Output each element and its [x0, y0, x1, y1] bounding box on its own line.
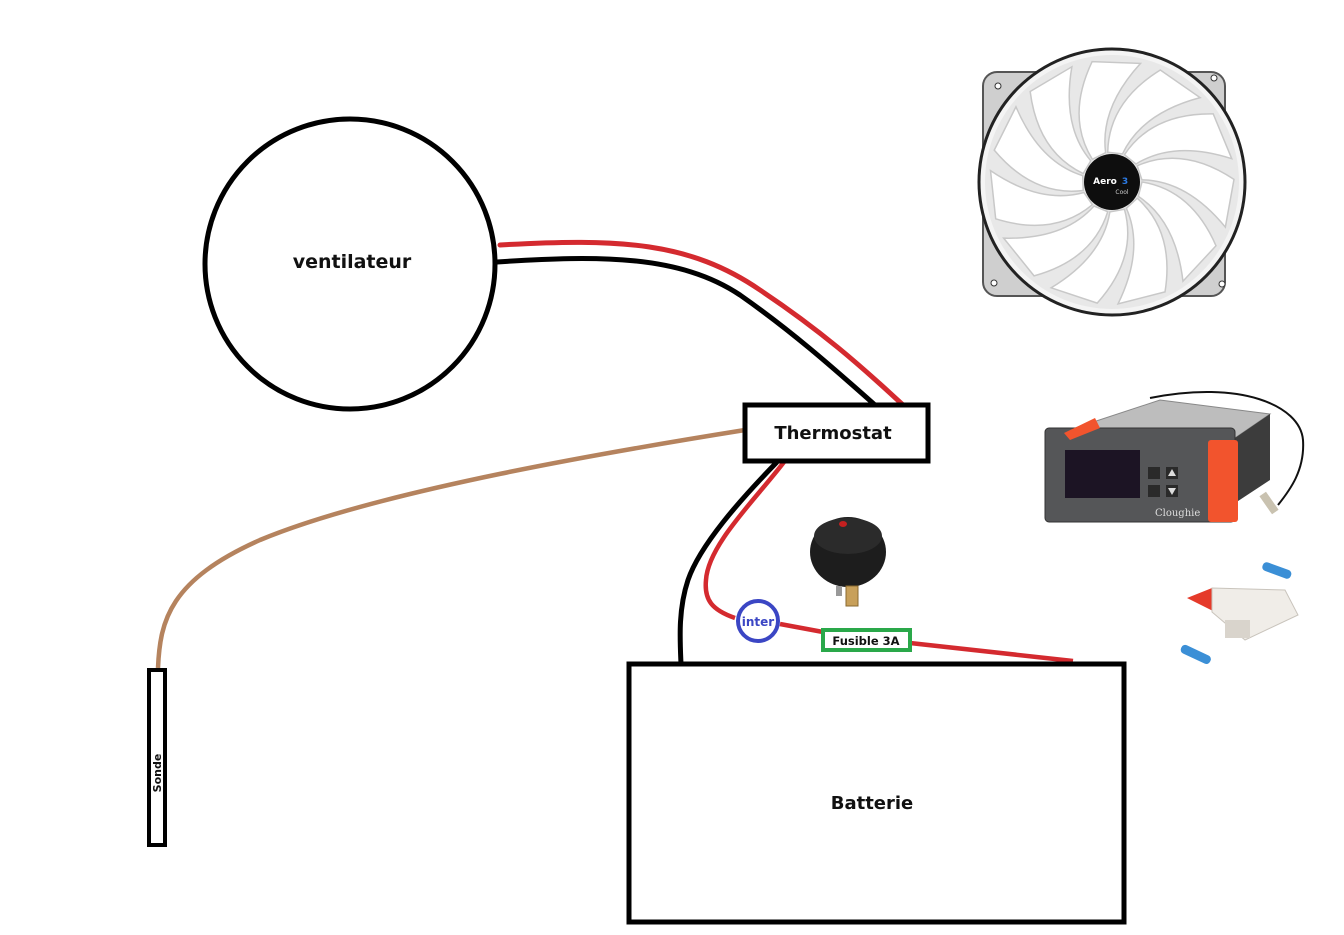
wire-fan-negative — [496, 255, 877, 407]
wire-probe — [155, 427, 746, 669]
svg-text:3: 3 — [1122, 177, 1128, 187]
fan-photo: Aero 3 Cool — [977, 47, 1247, 317]
fan-blade — [1123, 113, 1234, 165]
fan-hub-logo — [1084, 154, 1140, 210]
fan-blade — [1137, 181, 1217, 283]
svg-text:Cloughie: Cloughie — [1155, 508, 1200, 519]
fan-blade — [993, 104, 1084, 192]
probe-label: Sonde — [151, 754, 164, 793]
fan-blade — [1078, 60, 1143, 161]
fan-blade — [1029, 65, 1092, 175]
switch-label: inter — [742, 615, 775, 629]
fan-blade — [1002, 205, 1109, 277]
fan-blade — [1106, 69, 1202, 155]
fan-blade — [989, 169, 1094, 227]
wire-battery-positive-to-switch — [703, 460, 786, 621]
switch-component: inter — [736, 599, 780, 643]
svg-text:Cool: Cool — [1115, 189, 1129, 196]
probe-component: Sonde — [147, 668, 167, 847]
thermostat-photo: Cloughie — [1044, 391, 1305, 523]
battery-label: Batterie — [831, 793, 914, 814]
thermostat-component: Thermostat — [742, 402, 931, 464]
fan-blade — [1116, 197, 1168, 305]
fan-blade — [1049, 208, 1129, 304]
battery-component: Batterie — [626, 661, 1127, 925]
svg-text:Aero: Aero — [1093, 177, 1117, 187]
fan-component: ventilateur — [202, 116, 498, 412]
wire-fan-positive — [497, 239, 906, 408]
fuse-component: Fusible 3A — [821, 628, 912, 652]
fan-label: ventilateur — [293, 251, 412, 273]
fuse-holder-photo — [1180, 562, 1299, 664]
fan-blades — [989, 60, 1235, 305]
thermostat-label: Thermostat — [774, 423, 892, 444]
wire-switch-to-fuse — [779, 621, 824, 635]
fuse-label: Fusible 3A — [832, 634, 899, 648]
wire-fuse-to-battery — [909, 640, 1074, 664]
wire-battery-negative — [677, 460, 779, 665]
rocker-switch-photo — [810, 517, 886, 607]
fan-blade — [1136, 157, 1235, 229]
